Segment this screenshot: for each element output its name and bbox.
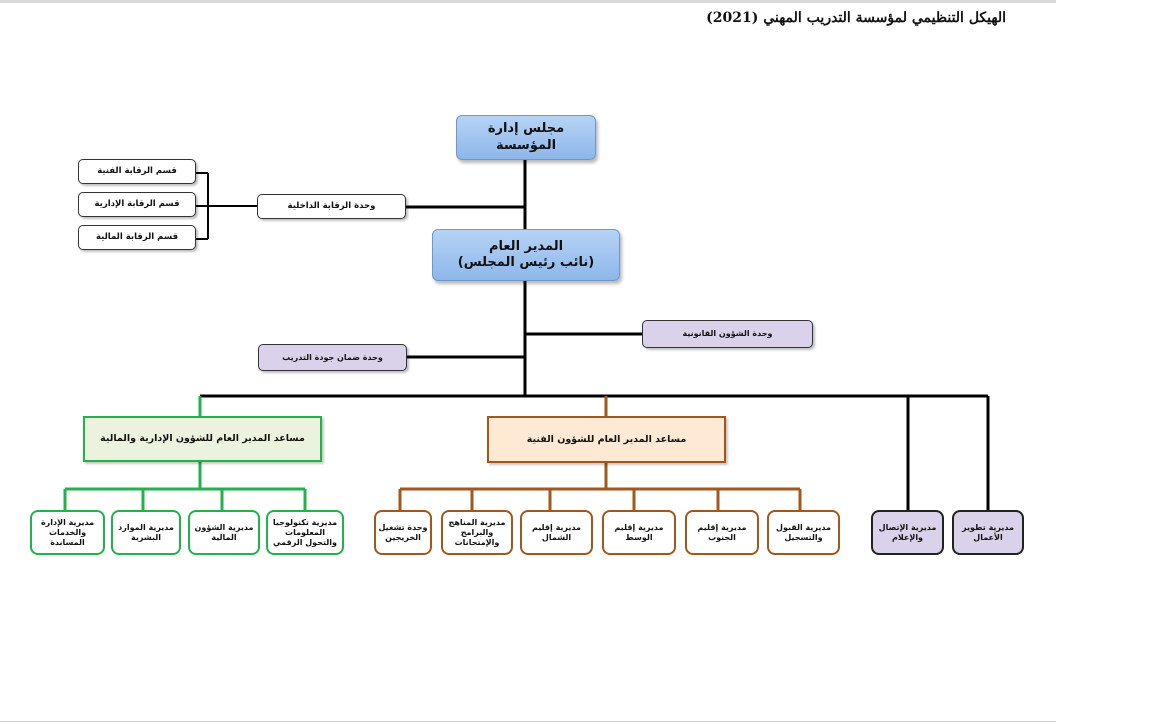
audit-section-financial: قسم الرقابة المالية bbox=[78, 225, 196, 250]
dept-label: مديرية الموارد البشرية bbox=[118, 522, 174, 542]
tech-dept-north: مديرية إقليم الشمال bbox=[520, 510, 593, 555]
tech-dept-south: مديرية إقليم الجنوب bbox=[685, 510, 759, 555]
technical-assistant-label: مساعد المدير العام للشؤون الفنية bbox=[526, 433, 687, 445]
quality-assurance-label: وحدة ضمان جودة التدريب bbox=[282, 352, 383, 362]
admin-assistant-box: مساعد المدير العام للشؤون الإدارية والما… bbox=[83, 416, 322, 462]
director-general-title: المدير العام bbox=[488, 238, 564, 254]
bottom-rule bbox=[0, 721, 1056, 722]
audit-section-label: قسم الرقابة الفنية bbox=[97, 166, 177, 177]
dept-label: مديرية تكنولوجيا المعلومات والتحول الرقم… bbox=[272, 517, 338, 547]
admin-dept-hr: مديرية الموارد البشرية bbox=[111, 510, 181, 555]
tech-dept-admission: مديرية القبول والتسجيل bbox=[767, 510, 840, 555]
dept-label: مديرية الإتصال والإعلام bbox=[878, 522, 937, 542]
director-general-box: المدير العام (نائب رئيس المجلس) bbox=[432, 229, 620, 281]
dept-label: مديرية تطوير الأعمال bbox=[962, 522, 1014, 542]
dept-label: مديرية إقليم الوسط bbox=[614, 522, 664, 542]
top-rule bbox=[0, 0, 1056, 3]
tech-dept-center: مديرية إقليم الوسط bbox=[602, 510, 676, 555]
dept-label: مديرية الإدارة والخدمات المساندة bbox=[40, 517, 95, 547]
quality-assurance-unit: وحدة ضمان جودة التدريب bbox=[258, 344, 407, 371]
dept-label: مديرية الشؤون المالية bbox=[194, 522, 254, 542]
legal-affairs-label: وحدة الشؤون القانونية bbox=[682, 329, 773, 338]
admin-dept-finance: مديرية الشؤون المالية bbox=[188, 510, 260, 555]
page-title: الهيكل التنظيمي لمؤسسة التدريب المهني (2… bbox=[706, 10, 1006, 26]
dept-label: مديرية القبول والتسجيل bbox=[776, 522, 831, 542]
tech-dept-graduates: وحدة تشغيل الخريجين bbox=[374, 510, 432, 555]
audit-section-label: قسم الرقابة المالية bbox=[95, 232, 179, 243]
dept-business-development: مديرية تطوير الأعمال bbox=[952, 510, 1024, 555]
director-general-subtitle: (نائب رئيس المجلس) bbox=[457, 255, 595, 270]
dept-communication: مديرية الإتصال والإعلام bbox=[871, 510, 944, 555]
admin-dept-it: مديرية تكنولوجيا المعلومات والتحول الرقم… bbox=[266, 510, 344, 555]
dept-label: وحدة تشغيل الخريجين bbox=[378, 522, 428, 542]
admin-assistant-label: مساعد المدير العام للشؤون الإدارية والما… bbox=[100, 433, 305, 445]
dept-label: مديرية المناهج والبرامج والإمتحانات bbox=[448, 517, 506, 547]
internal-audit-label: وحدة الرقابة الداخلية bbox=[287, 201, 376, 212]
board-box: مجلس إدارة المؤسسة bbox=[456, 115, 596, 160]
internal-audit-unit: وحدة الرقابة الداخلية bbox=[257, 194, 406, 219]
dept-label: مديرية إقليم الشمال bbox=[532, 522, 581, 542]
audit-section-technical: قسم الرقابة الفنية bbox=[78, 159, 196, 184]
legal-affairs-unit: وحدة الشؤون القانونية bbox=[642, 320, 813, 348]
tech-dept-curricula: مديرية المناهج والبرامج والإمتحانات bbox=[441, 510, 513, 555]
board-label: مجلس إدارة المؤسسة bbox=[487, 121, 565, 153]
audit-section-administrative: قسم الرقابة الإدارية bbox=[78, 192, 196, 217]
admin-dept-services: مديرية الإدارة والخدمات المساندة bbox=[30, 510, 105, 555]
dept-label: مديرية إقليم الجنوب bbox=[697, 522, 747, 542]
audit-section-label: قسم الرقابة الإدارية bbox=[94, 199, 180, 210]
technical-assistant-box: مساعد المدير العام للشؤون الفنية bbox=[487, 416, 726, 463]
